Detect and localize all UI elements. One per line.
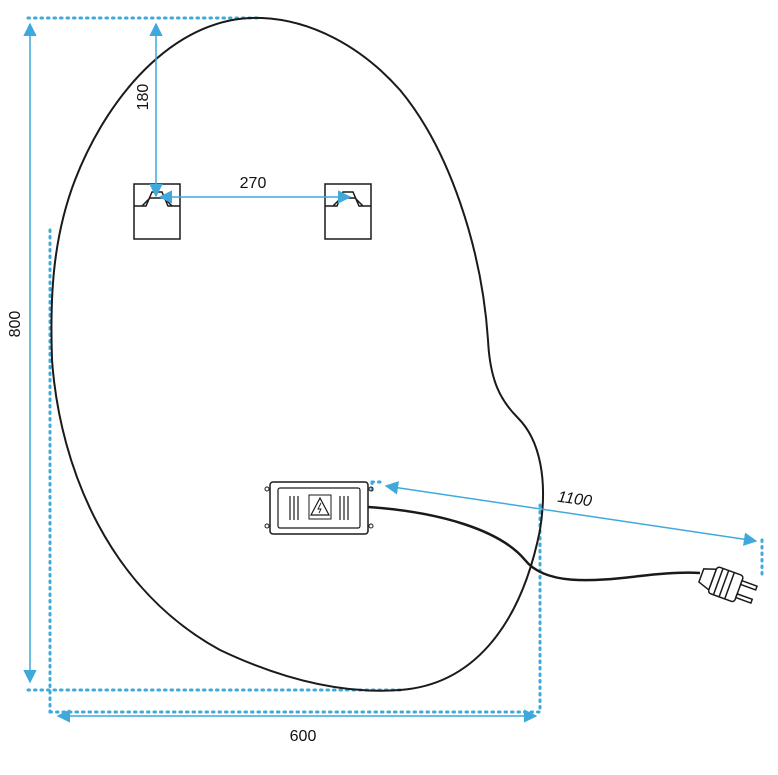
power-plug-icon bbox=[698, 566, 758, 605]
hanger-spacing-label: 270 bbox=[240, 175, 267, 192]
hanger-offset-label: 180 bbox=[135, 84, 152, 111]
width-label: 600 bbox=[290, 728, 317, 745]
power-supply-box-icon bbox=[264, 481, 374, 535]
dotted-guides bbox=[26, 16, 764, 714]
dimension-lines bbox=[23, 22, 758, 723]
height-label: 800 bbox=[7, 311, 24, 338]
mirror-outline bbox=[50, 16, 545, 692]
hanger-bracket-icon bbox=[324, 183, 372, 240]
cable-length-label: 1100 bbox=[556, 489, 593, 511]
power-cable bbox=[367, 505, 701, 582]
warning-triangle-icon bbox=[308, 494, 332, 520]
hanger-bracket-icon bbox=[133, 183, 181, 240]
cable-length-dimension-line bbox=[384, 481, 758, 546]
